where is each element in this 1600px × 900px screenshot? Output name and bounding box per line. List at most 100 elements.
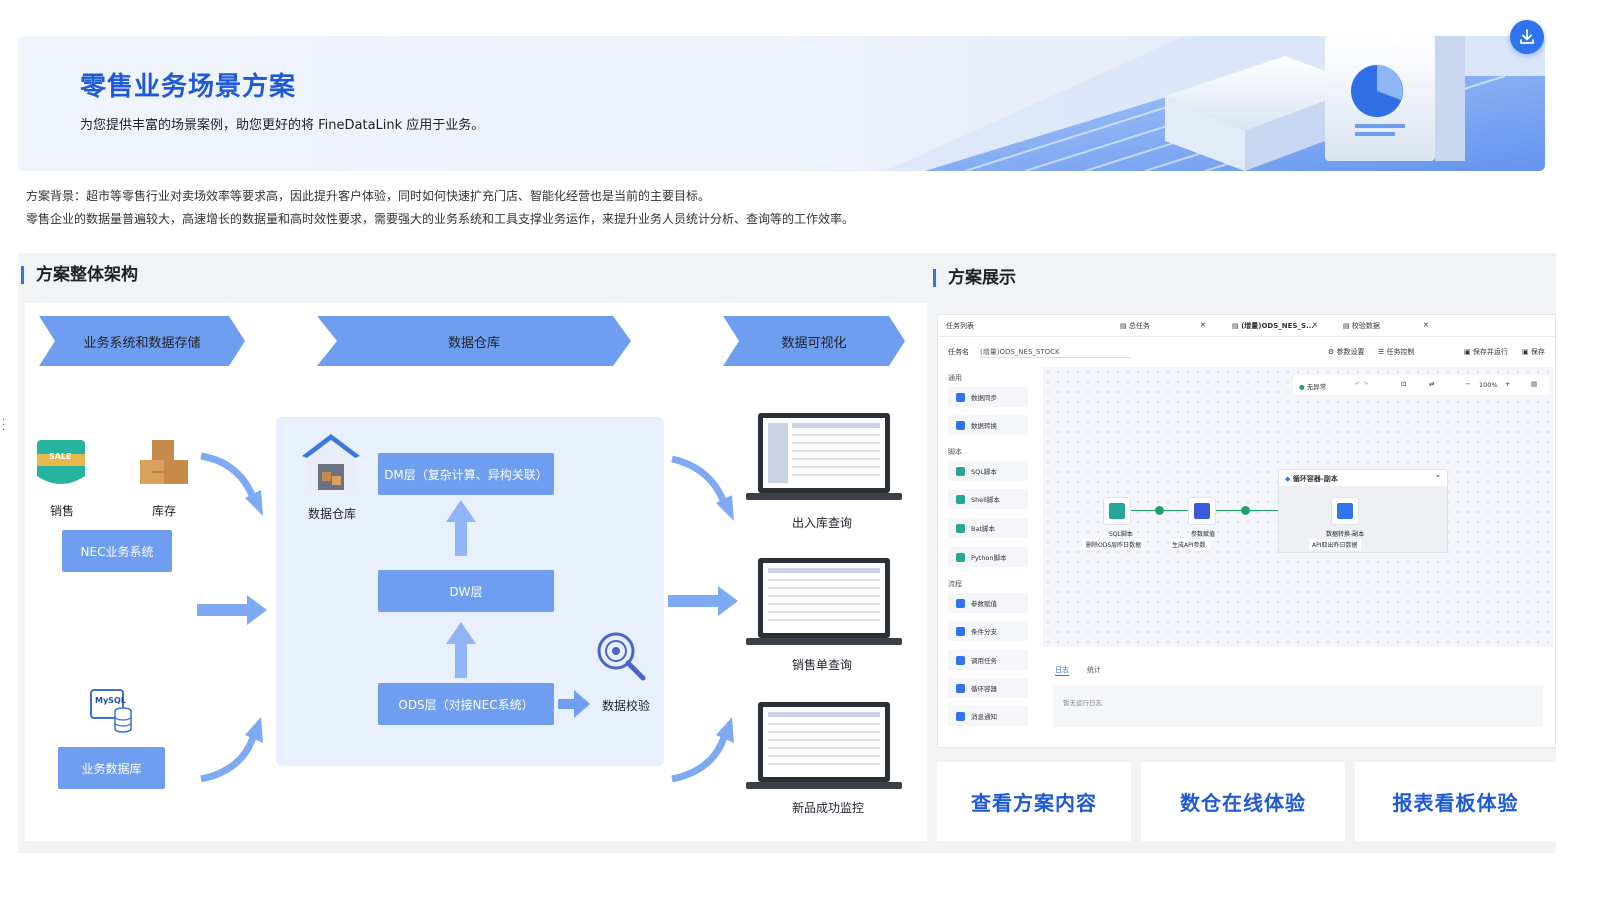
loop-container[interactable]: ◆ 循环容器-副本 ⌃ <box>1278 469 1448 553</box>
sidebar-item-message[interactable]: 消息通知 <box>948 706 1028 726</box>
download-icon <box>1520 29 1534 44</box>
undo-icon[interactable]: ↶ ↷ <box>1355 380 1368 388</box>
laptop-icon <box>746 413 902 500</box>
save-button[interactable]: ▣ 保存 <box>1522 348 1545 356</box>
node-desc: 删除ODS层昨日数据 <box>1083 539 1145 550</box>
dw-layer-box: DW层 <box>378 570 554 612</box>
layout-icon[interactable]: ⇄ <box>1429 380 1435 388</box>
node-sql[interactable] <box>1103 497 1131 525</box>
arrow-up-icon <box>446 622 476 678</box>
arrow-curve-down-icon <box>671 455 734 521</box>
sidebar-item-data-transform[interactable]: 数据转换 <box>948 415 1028 435</box>
fit-icon[interactable]: ⊡ <box>1401 380 1407 388</box>
output-newproduct-monitor: 新品成功监控 <box>792 801 865 815</box>
sales-label: 销售 <box>50 504 75 518</box>
close-icon[interactable]: ✕ <box>1312 321 1318 329</box>
ods-layer-box: ODS层（对接NEC系统） <box>378 683 554 725</box>
node-transform[interactable] <box>1331 497 1359 525</box>
sidebar-item-shell[interactable]: Shell脚本 <box>948 489 1028 509</box>
background-text-2: 零售企业的数据量普遍较大，高速增长的数据量和高时效性要求，需要强大的业务系统和工… <box>26 212 855 226</box>
group-common: 通用 <box>948 374 962 382</box>
stock-label: 库存 <box>152 504 177 518</box>
tab-task-list[interactable]: 任务列表 <box>946 322 974 330</box>
arrow-right-icon <box>558 690 590 718</box>
tab-check-data[interactable]: ▤ 校验数据 <box>1343 322 1380 330</box>
stage-label: 数据仓库 <box>447 335 500 351</box>
arrow-up-icon <box>446 500 476 556</box>
tab-label: (增量)ODS_NES_S... <box>1241 322 1314 330</box>
dm-layer-box: DM层（复杂计算、异构关联） <box>378 453 554 495</box>
tab-total-task[interactable]: ▤ 总任务 <box>1120 322 1150 330</box>
tab-ods-nes[interactable]: ▤ (增量)ODS_NES_S... <box>1232 322 1314 330</box>
laptop-icon <box>746 702 902 789</box>
container-title: 循环容器-副本 <box>1292 475 1338 483</box>
success-icon <box>1155 506 1164 515</box>
sidebar-item-loop[interactable]: 循环容器 <box>948 678 1028 698</box>
stock-boxes-icon <box>140 440 188 484</box>
item-label: 数据同步 <box>971 394 997 402</box>
close-icon[interactable]: ✕ <box>1200 321 1206 329</box>
task-name-label: 任务名 <box>948 348 969 356</box>
warehouse-demo-button[interactable]: 数仓在线体验 <box>1141 762 1345 841</box>
toolbar-label: 保存并运行 <box>1472 348 1508 356</box>
sidebar-item-call-task[interactable]: 调用任务 <box>948 650 1028 670</box>
page-title: 零售业务场景方案 <box>80 72 297 102</box>
stage-business-systems: 业务系统和数据存储 <box>39 316 245 366</box>
mysql-badge: MySQL <box>95 696 126 705</box>
arrow-right-icon <box>197 595 267 625</box>
download-button[interactable] <box>1510 20 1544 54</box>
sidebar-item-data-sync[interactable]: 数据同步 <box>948 387 1028 407</box>
container-header: ◆ 循环容器-副本 ⌃ <box>1279 470 1447 486</box>
task-control-button[interactable]: ☰ 任务控制 <box>1378 348 1415 356</box>
node-desc: API取出昨日数据 <box>1309 539 1361 550</box>
param-settings-button[interactable]: ⚙ 参数设置 <box>1328 348 1365 356</box>
dashboard-demo-button[interactable]: 报表看板体验 <box>1355 762 1556 841</box>
page-subtitle: 为您提供丰富的场景案例，助您更好的将 FineDataLink 应用于业务。 <box>80 118 485 133</box>
save-run-button[interactable]: ▣ 保存并运行 <box>1464 348 1508 356</box>
item-label: Python脚本 <box>971 554 1007 562</box>
showcase-title: 方案展示 <box>933 269 1016 287</box>
magnifier-icon <box>597 632 646 681</box>
check-icon: ● <box>1299 383 1305 391</box>
sidebar-item-param-assign[interactable]: 参数赋值 <box>948 593 1028 613</box>
zoom-in-icon[interactable]: + <box>1505 380 1511 388</box>
node-param[interactable] <box>1188 497 1216 525</box>
loop-icon: ◆ <box>1285 475 1291 483</box>
arrow-curve-up-icon <box>200 717 263 783</box>
sql-icon <box>1109 503 1125 519</box>
sidebar-item-bat[interactable]: Bat脚本 <box>948 518 1028 538</box>
nec-system-box: NEC业务系统 <box>62 530 172 572</box>
drag-handle[interactable]: ··· <box>2 415 6 436</box>
toolbar-label: 保存 <box>1530 348 1545 356</box>
item-label: 条件分支 <box>971 628 997 636</box>
task-name-input[interactable]: (增量)ODS_NES_STOCK <box>980 347 1130 358</box>
showcase-screenshot[interactable]: 任务列表 ▤ 总任务 ✕ ▤ (增量)ODS_NES_S... ✕ ▤ 校验数据… <box>937 314 1556 748</box>
log-content: 暂无运行日志 <box>1053 685 1543 727</box>
canvas-toolbar: ● 无异常 ↶ ↷ ⊡ ⇄ − 100% + ▤ <box>1293 375 1549 395</box>
close-icon[interactable]: ✕ <box>1423 321 1429 329</box>
zoom-level: 100% <box>1479 381 1498 389</box>
zoom-out-icon[interactable]: − <box>1465 380 1471 388</box>
item-label: 数据转换 <box>971 422 997 430</box>
minimap-icon[interactable]: ▤ <box>1531 380 1538 388</box>
warehouse-icon <box>302 434 360 490</box>
view-solution-button[interactable]: 查看方案内容 <box>937 762 1131 841</box>
sidebar-item-condition[interactable]: 条件分支 <box>948 621 1028 641</box>
flow-canvas[interactable]: ● 无异常 ↶ ↷ ⊡ ⇄ − 100% + ▤ ◆ 循环容器-副本⌃ SQL脚… <box>1043 367 1554 647</box>
arrow-right-icon <box>668 586 738 616</box>
sidebar-item-python[interactable]: Python脚本 <box>948 547 1028 567</box>
tab-log[interactable]: 日志 <box>1055 666 1069 676</box>
stage-label: 业务系统和数据存储 <box>83 335 201 351</box>
tab-stats[interactable]: 统计 <box>1087 666 1101 674</box>
laptop-icon <box>746 558 902 645</box>
param-icon <box>1194 503 1210 519</box>
chevron-up-icon[interactable]: ⌃ <box>1435 474 1441 482</box>
sidebar-item-sql[interactable]: SQL脚本 <box>948 461 1028 481</box>
sale-badge: SALE <box>49 452 72 461</box>
item-label: SQL脚本 <box>971 468 997 476</box>
stage-visualization: 数据可视化 <box>723 316 905 366</box>
node-sidebar: 通用 数据同步 数据转换 脚本 SQL脚本 Shell脚本 Bat脚本 Pyth… <box>938 363 1038 737</box>
tab-label: 总任务 <box>1128 322 1150 330</box>
background-text-1: 方案背景：超市等零售行业对卖场效率等要求高，因此提升客户体验，同时如何快速扩充门… <box>26 189 711 203</box>
